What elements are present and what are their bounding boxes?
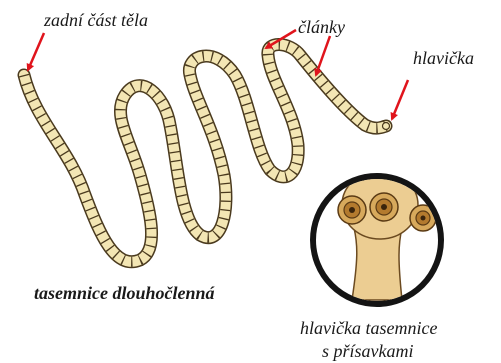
head-arrow xyxy=(392,80,408,119)
worm-head xyxy=(383,123,390,130)
segments-label: články xyxy=(298,18,345,36)
head-label: hlavička xyxy=(413,49,474,67)
inset-caption-line1: hlavička tasemnice xyxy=(300,319,437,337)
tail-arrow xyxy=(28,33,44,70)
segments-arrow-2 xyxy=(316,36,330,75)
inset-caption-line2: s přísavkami xyxy=(322,342,414,360)
sucker-left xyxy=(338,196,366,224)
diagram-title: tasemnice dlouhočlenná xyxy=(34,284,215,302)
sucker-center xyxy=(370,193,398,221)
scolex-inset xyxy=(313,159,441,304)
tail-label: zadní část těla xyxy=(44,11,148,29)
